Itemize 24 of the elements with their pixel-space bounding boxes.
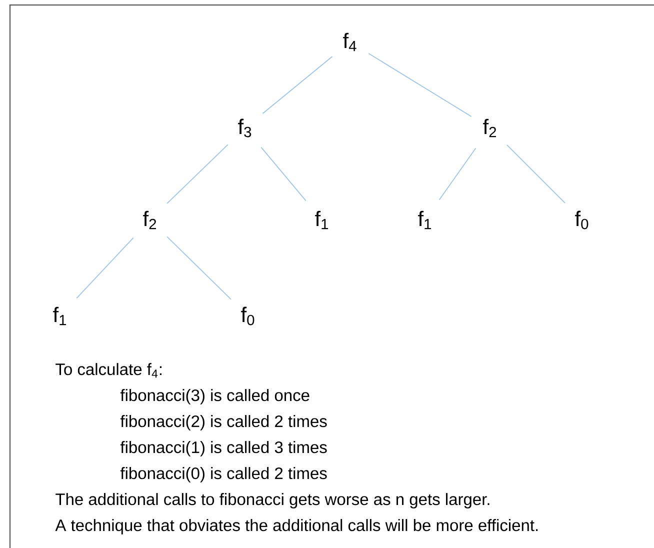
note-text: A technique that obviates the additional calls will be more efficient. — [55, 519, 538, 534]
tree-node-label: f$_{3}$ — [238, 118, 252, 138]
note-text: To calculate f$_{4}$: — [56, 363, 162, 378]
note-text: fibonacci(1) is called 3 times — [120, 441, 327, 456]
tree-node-label: f$_{2}$ — [143, 210, 156, 230]
tree-branch — [438, 148, 476, 200]
tree-node-label: f$_{1}$ — [315, 210, 328, 230]
tree-node-label: f$_{4}$ — [343, 32, 356, 52]
tree-node-label: f$_{0}$ — [241, 306, 254, 326]
note-text: fibonacci(0) is called 2 times — [120, 467, 327, 482]
tree-branch — [368, 53, 472, 117]
tree-branch — [260, 146, 306, 202]
note-text: fibonacci(3) is called once — [120, 389, 310, 404]
tree-branch — [76, 237, 134, 299]
note-text: fibonacci(2) is called 2 times — [120, 415, 327, 430]
tree-branch — [166, 236, 232, 300]
tree-node-label: f$_{1}$ — [53, 306, 66, 326]
tree-branch — [166, 144, 228, 204]
tree-branch — [506, 144, 566, 204]
tree-node-label: f$_{1}$ — [418, 210, 432, 230]
tree-node-label: f$_{0}$ — [575, 210, 588, 230]
note-text: The additional calls to fibonacci gets worse as n gets larger. — [56, 493, 490, 508]
tree-branch — [262, 56, 333, 114]
tree-node-label: f$_{2}$ — [483, 118, 496, 138]
